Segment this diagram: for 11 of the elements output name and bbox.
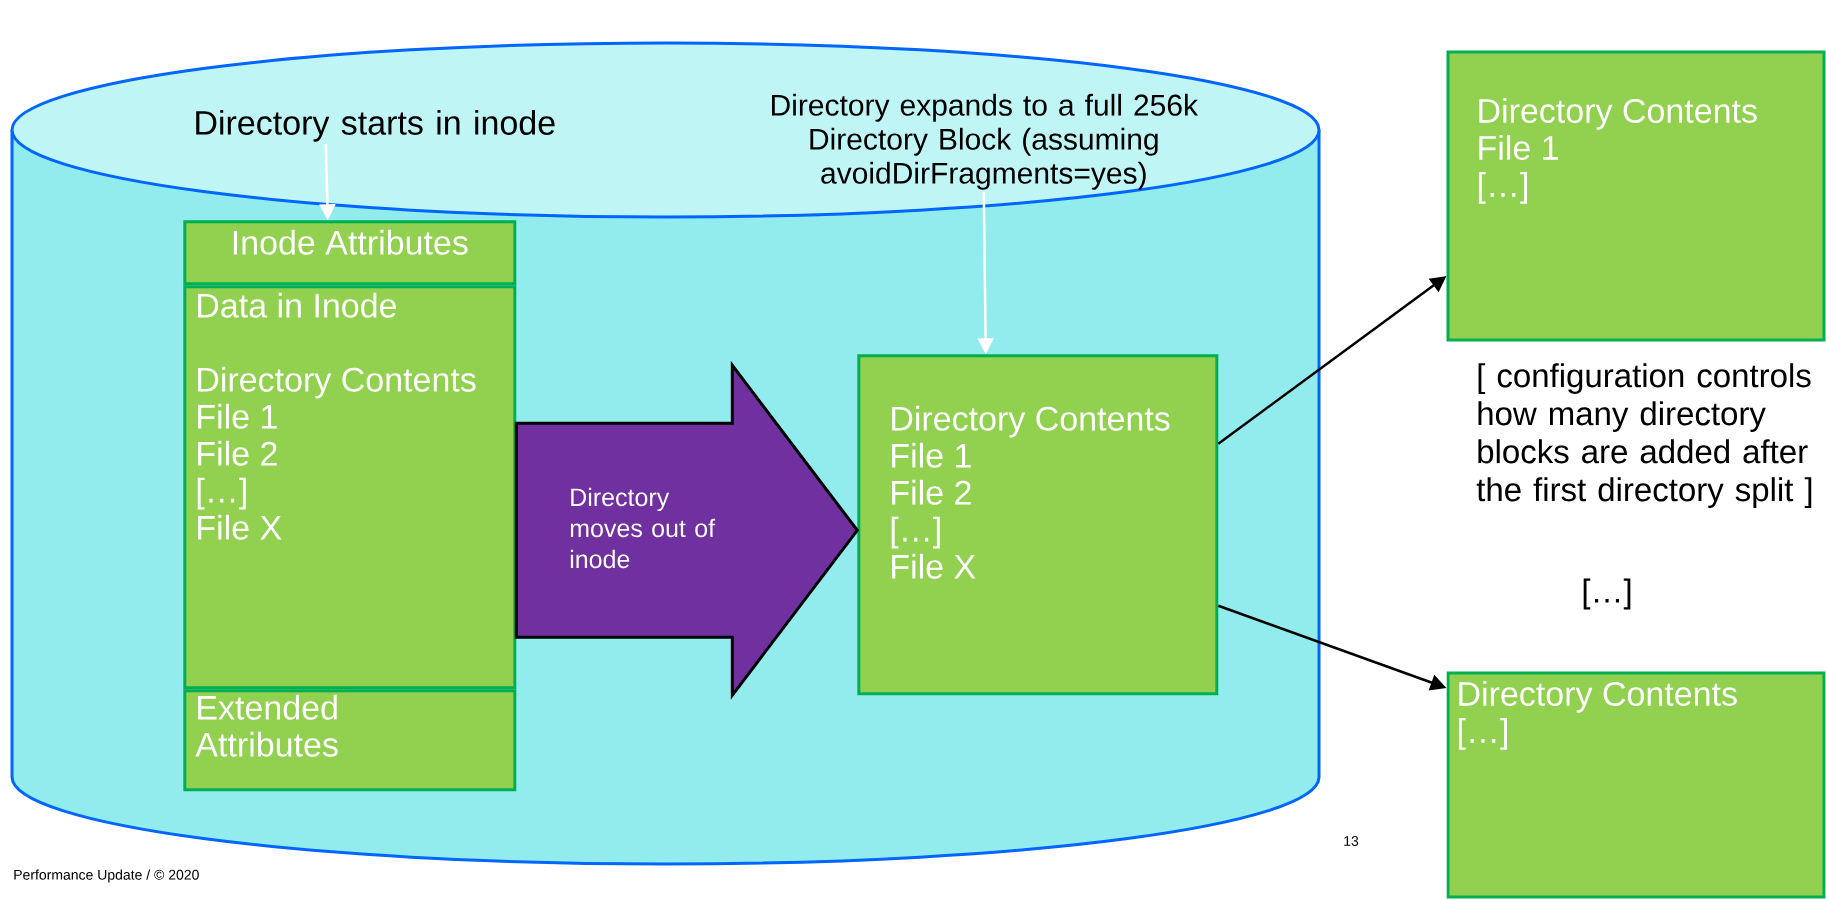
text-box: Inode Attributes xyxy=(183,220,517,286)
text-box: Directory Contents File 1 File 2 […] File X xyxy=(857,354,1219,696)
annotation-text: Directory starts in inode xyxy=(196,109,555,142)
text-box: Directory Contents […] xyxy=(1446,671,1826,899)
note-text: 13 xyxy=(1344,836,1359,846)
note-text: Performance Update / © 2020 xyxy=(14,869,199,883)
edge-label: Directory moves out of inode xyxy=(570,487,716,569)
note-text: […] xyxy=(1583,578,1631,610)
text-box: Directory Contents File 1 […] xyxy=(1446,50,1826,342)
annotation-text: Directory expands to a full 256k Directory Block (assuming avoidDirFragments=yes) xyxy=(772,93,1199,190)
text-box: Extended Attributes xyxy=(183,689,517,792)
